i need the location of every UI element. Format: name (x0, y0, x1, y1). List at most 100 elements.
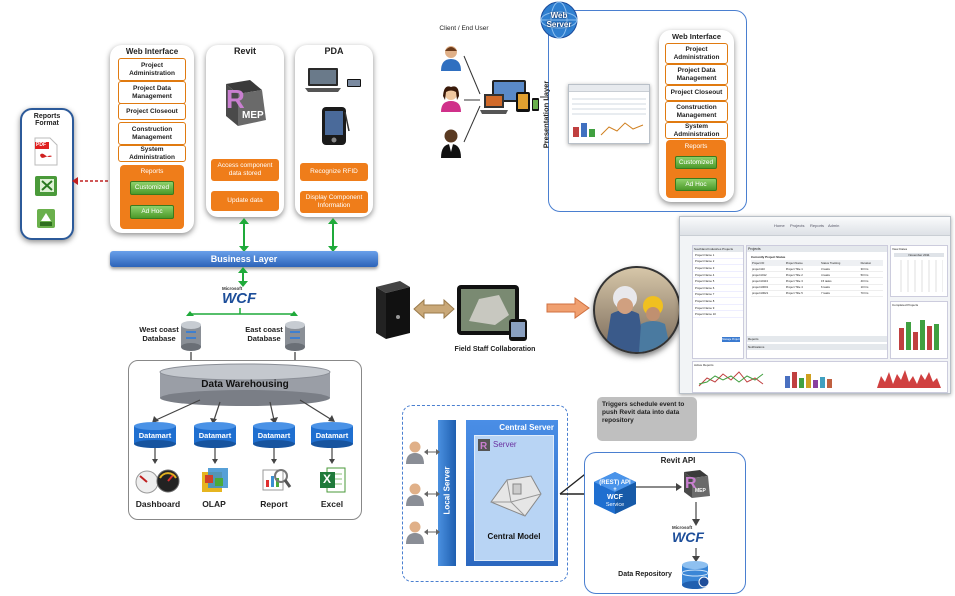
nav-reports[interactable]: Reports (810, 223, 825, 228)
status-title: Currently Project Status (751, 255, 786, 259)
spreadsheet-icon[interactable] (35, 174, 59, 198)
output-label-report: Report (260, 499, 288, 509)
pda-panel: PDA Recognize RFID Display Component Inf… (295, 45, 373, 217)
reports-title-left: Reports (140, 168, 164, 175)
tablet-photo-arrow (546, 297, 590, 319)
wcf-microsoft-label: Microsoft (222, 286, 243, 291)
status-table-cell: Project Title 5 (784, 290, 821, 297)
status-table-cell: 70 hrs (859, 290, 883, 297)
data-warehousing-cylinder: Data Warehousing (159, 363, 331, 406)
central-server-box: Central Server R Server Central Model (466, 420, 558, 566)
update-data-button[interactable]: Update data (211, 191, 279, 211)
business-wcf-arrow (238, 267, 248, 287)
datamart-4-label: Datamart (315, 431, 349, 440)
project-list-item[interactable]: Project Name 9 (693, 305, 743, 312)
user-icon-3 (440, 128, 462, 158)
pda-device-icon (319, 107, 350, 147)
calendar-month: November 2011 (894, 253, 944, 257)
customized-button-left[interactable]: Customized (130, 181, 174, 195)
tablet-model-icon (455, 285, 529, 341)
api-revit-arrow (636, 483, 682, 491)
user-icon-1 (440, 45, 462, 71)
project-list-item[interactable]: Project Name 6 (693, 285, 743, 292)
output-label-dashboard: Dashboard (135, 499, 181, 509)
status-table-cell: 50 hrs (859, 271, 883, 279)
presentation-screenshot (568, 84, 650, 144)
pdf-label: PDF (36, 142, 46, 148)
wcf-repo-arrow (692, 548, 700, 562)
calendar-grid (895, 260, 943, 292)
reports-tab[interactable]: Reports (747, 336, 887, 342)
active-reports-pane: Active Reports (692, 361, 948, 393)
access-component-button[interactable]: Access component data stored (211, 159, 279, 181)
wcf-right-label: WCF (672, 529, 704, 545)
user-icon-2 (440, 86, 462, 112)
wcf-db-connectors (186, 308, 298, 316)
revit-api-mep-logo: R MEP (682, 470, 712, 500)
project-list-item[interactable]: Project Name 10 (693, 311, 743, 318)
status-table-cell: 6 tasks (820, 284, 860, 291)
menu-project-data-management[interactable]: Project Data Management (118, 81, 186, 104)
east-coast-db-icon (284, 320, 306, 352)
status-table-cell: project10021 (751, 290, 785, 297)
central-model-inner: R Server Central Model (474, 435, 554, 561)
recognize-rfid-button[interactable]: Recognize RFID (300, 163, 368, 181)
menu-system-administration[interactable]: System Administration (118, 145, 186, 162)
project-list-item[interactable]: Project Name 7 (693, 292, 743, 299)
project-list-item[interactable]: Project Name 2 (693, 259, 743, 266)
status-table-cell: 7 tasks (820, 290, 860, 297)
local-server-label: Local Server (442, 466, 452, 515)
reports-box-left: Reports Customized Ad Hoc (120, 165, 184, 229)
notifications-tab[interactable]: Notifications (747, 344, 887, 350)
projects-pane-title: Projects (747, 246, 887, 252)
menu-right-project-closeout[interactable]: Project Closeout (665, 85, 728, 101)
user-icon-local-2 (405, 482, 425, 506)
data-warehousing-label: Data Warehousing (201, 379, 289, 390)
menu-project-closeout[interactable]: Project Closeout (118, 103, 186, 120)
menu-right-construction-management[interactable]: Construction Management (665, 101, 728, 122)
pda-title: PDA (324, 46, 344, 56)
user-icon-local-1 (405, 440, 425, 464)
project-list-item[interactable]: Project Name 4 (693, 272, 743, 279)
status-table-cell: Project Title 1 (784, 266, 821, 273)
project-list-title: Southland Industries Projects (693, 246, 743, 252)
project-list-item[interactable]: Project Name 8 (693, 298, 743, 305)
svg-text:R: R (685, 475, 697, 492)
revit-panel: Revit R MEP Access component data stored… (206, 45, 284, 217)
status-table-cell: 10 hrs (859, 284, 883, 291)
project-list-item[interactable]: Project Name 5 (693, 278, 743, 285)
menu-construction-management[interactable]: Construction Management (118, 122, 186, 145)
status-table: Project ID Project Name Status Tracking … (751, 260, 883, 297)
pda-business-arrow (328, 218, 338, 252)
csv-icon[interactable] (35, 206, 59, 230)
adhoc-button-right[interactable]: Ad Hoc (675, 178, 717, 191)
menu-right-system-administration[interactable]: System Administration (665, 122, 728, 139)
view-dates-title: View Dates (892, 247, 908, 251)
adhoc-button-left[interactable]: Ad Hoc (130, 205, 174, 219)
rest-api-service: Service (605, 502, 625, 508)
server-label: Server (493, 440, 517, 449)
menu-right-project-data-management[interactable]: Project Data Management (665, 64, 728, 85)
nav-home[interactable]: Home (774, 223, 785, 228)
reports-box-right: Reports Customized Ad Hoc (666, 140, 726, 198)
web-server-globe: Web Server (536, 0, 582, 40)
menu-right-project-administration[interactable]: Project Administration (665, 43, 728, 64)
project-list-item[interactable]: Project Name 3 (693, 265, 743, 272)
field-staff-label: Field Staff Collaboration (454, 346, 536, 353)
project-list-item[interactable]: Project Name 1 (693, 252, 743, 259)
nav-projects[interactable]: Projects (790, 223, 805, 228)
pdf-icon[interactable]: PDF (34, 137, 58, 166)
display-component-button[interactable]: Display Component Information (300, 191, 368, 213)
customized-button-right[interactable]: Customized (675, 156, 717, 169)
revit-mep-label: MEP (242, 110, 264, 121)
manage-project-button[interactable]: Manage Project (722, 337, 740, 342)
menu-project-administration[interactable]: Project Administration (118, 58, 186, 81)
rest-api-cube: (REST) API + WCF Service (592, 470, 638, 516)
status-table-cell: 30 hrs (859, 266, 883, 273)
nav-admin[interactable]: Admin (828, 223, 840, 228)
